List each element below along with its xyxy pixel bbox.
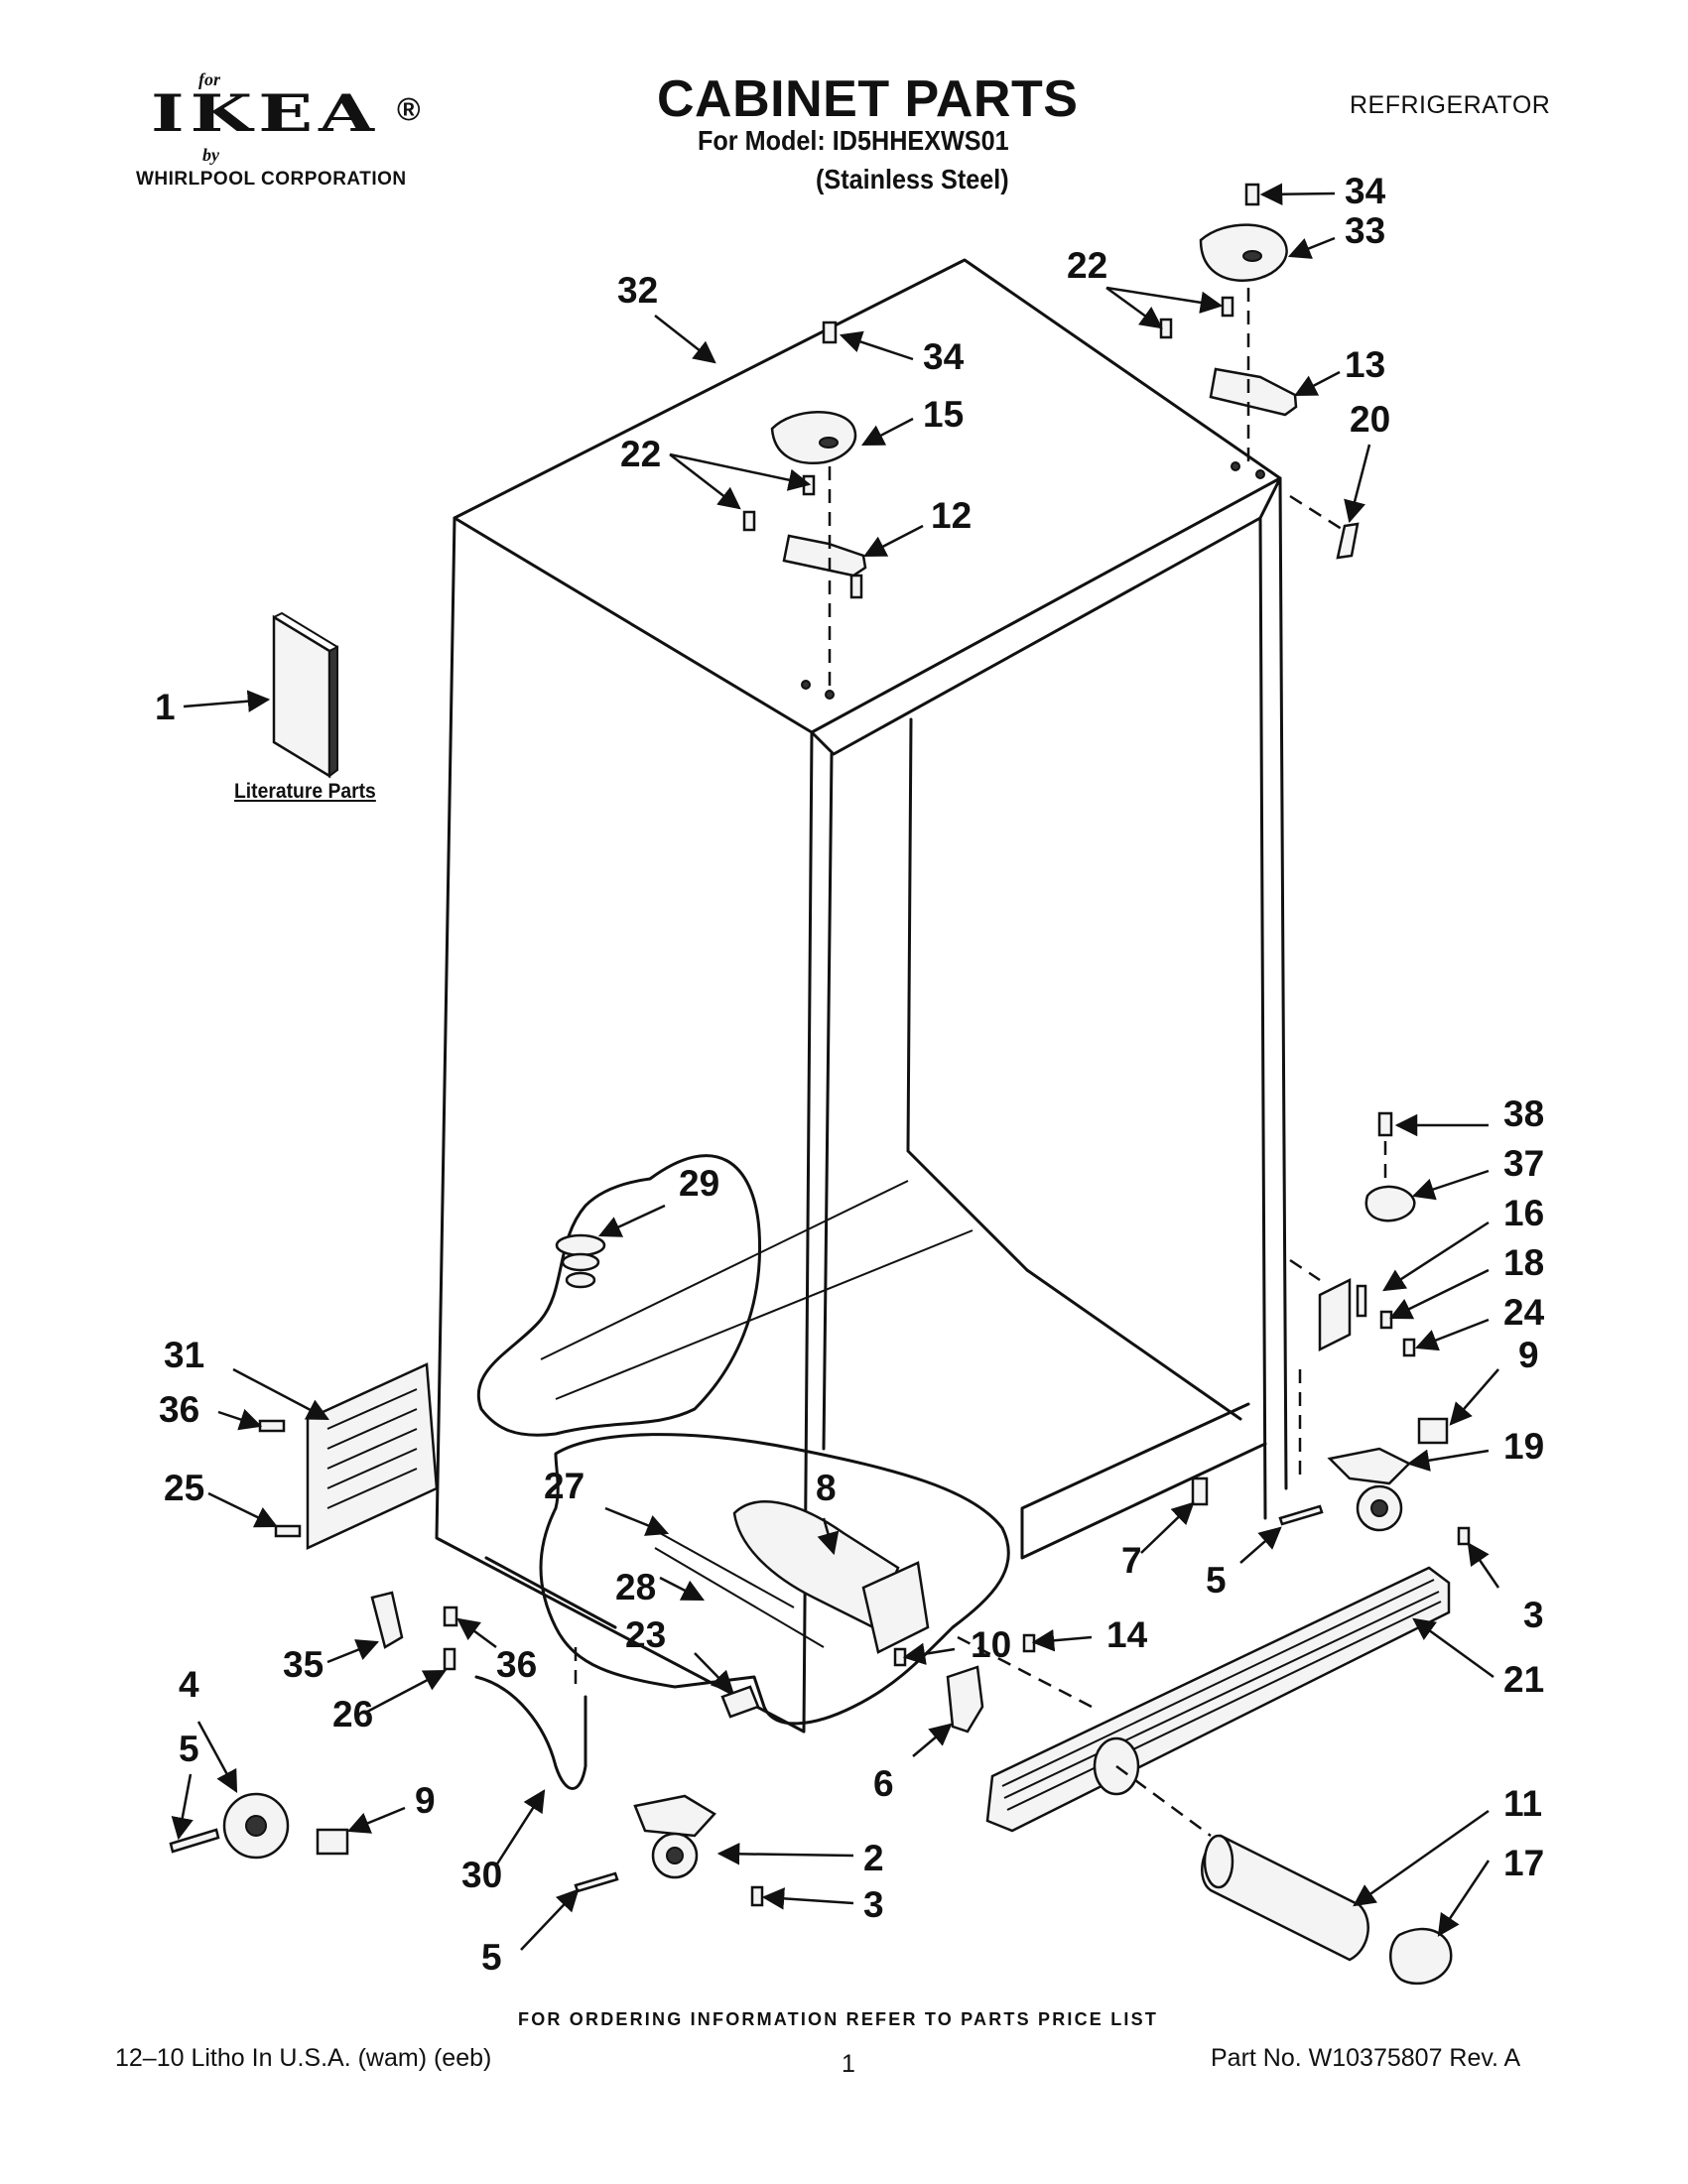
logo-brand: IKEA: [151, 81, 380, 144]
cabinet-shell: [435, 258, 1288, 1734]
callout-label: 38: [1503, 1093, 1544, 1134]
callout-label: 23: [625, 1614, 666, 1655]
callout-label: 8: [816, 1468, 837, 1508]
callout-label: 16: [1503, 1193, 1544, 1233]
callout-label: 22: [620, 434, 661, 474]
callout-label: 27: [544, 1466, 584, 1506]
callout-label: 26: [332, 1694, 373, 1734]
finish-line: (Stainless Steel): [816, 164, 1009, 194]
callout-label: 18: [1503, 1242, 1544, 1283]
item-7-part: [1191, 1477, 1209, 1506]
callout-label: 9: [1518, 1335, 1539, 1375]
callout-label: 3: [863, 1884, 884, 1925]
model-line: For Model: ID5HHEXWS01: [698, 125, 1009, 156]
callout-label: 5: [179, 1729, 199, 1769]
callout-labels: 1 2 3 3 4 5 5 5 6 7 8 9 9 10 11 12 13 14…: [155, 171, 1545, 1978]
callout-label: 11: [1503, 1783, 1542, 1824]
callout-label: 5: [481, 1937, 502, 1978]
toe-grille-part: [985, 1566, 1451, 1838]
right-bottom-hinge-assembly: [1278, 1111, 1471, 1546]
page-title: CABINET PARTS: [657, 70, 1079, 128]
callout-label: 3: [1523, 1595, 1544, 1635]
logo-corporation: WHIRLPOOL CORPORATION: [136, 169, 407, 190]
callout-label: 15: [923, 394, 964, 435]
callout-label: 28: [615, 1567, 656, 1607]
callout-arrows: [171, 183, 1500, 1951]
callout-label: 30: [461, 1855, 502, 1895]
callout-label: 33: [1345, 210, 1385, 251]
callout-label: 4: [179, 1664, 199, 1705]
left-lower-parts: [169, 1362, 764, 1907]
water-valve-assembly: [654, 1500, 1093, 1734]
callout-label: 17: [1503, 1843, 1544, 1883]
callout-label: 19: [1503, 1426, 1544, 1467]
logo-for-text: for: [198, 69, 220, 89]
page-number: 1: [842, 2050, 855, 2078]
callout-label: 5: [1206, 1560, 1227, 1601]
literature-parts-label: Literature Parts: [234, 780, 376, 803]
callout-label: 20: [1350, 399, 1390, 440]
callout-label: 29: [679, 1163, 719, 1204]
callout-label: 37: [1503, 1143, 1544, 1184]
callout-label: 6: [873, 1763, 894, 1804]
callout-label: 34: [923, 336, 965, 377]
left-top-hinge-assembly: [742, 321, 867, 700]
callout-label: 13: [1345, 344, 1385, 385]
logo-by-text: by: [202, 145, 219, 165]
callout-label: 24: [1503, 1292, 1545, 1333]
registered-mark: ®: [397, 91, 421, 127]
litho-line: 12–10 Litho In U.S.A. (wam) (eeb): [115, 2044, 492, 2072]
drain-fitting-part: [555, 1233, 606, 1289]
callout-label: 32: [617, 270, 658, 311]
right-top-hinge-assembly: [1159, 183, 1360, 560]
callout-label: 2: [863, 1838, 884, 1878]
category-label: REFRIGERATOR: [1350, 91, 1551, 119]
callout-label: 21: [1503, 1659, 1544, 1700]
callout-label: 22: [1067, 245, 1107, 286]
callout-label: 31: [164, 1335, 204, 1375]
callout-label: 10: [971, 1624, 1011, 1665]
water-filter-part: [1201, 1834, 1453, 1986]
callout-label: 1: [155, 687, 176, 727]
callout-label: 25: [164, 1468, 204, 1508]
literature-booklet-part: [272, 611, 338, 779]
callout-label: 14: [1106, 1614, 1148, 1655]
ikea-logo: IKEA: [151, 87, 380, 159]
callout-label: 36: [496, 1644, 537, 1685]
callout-label: 7: [1121, 1540, 1142, 1581]
callout-label: 12: [931, 495, 972, 536]
callout-label: 9: [415, 1780, 436, 1821]
callout-label: 35: [283, 1644, 324, 1685]
callout-label: 36: [159, 1389, 199, 1430]
part-number: Part No. W10375807 Rev. A: [1211, 2044, 1521, 2072]
cutaway-lower: [539, 1433, 1010, 1726]
ordering-note: FOR ORDERING INFORMATION REFER TO PARTS …: [518, 2009, 1159, 2029]
callout-label: 34: [1345, 171, 1386, 211]
